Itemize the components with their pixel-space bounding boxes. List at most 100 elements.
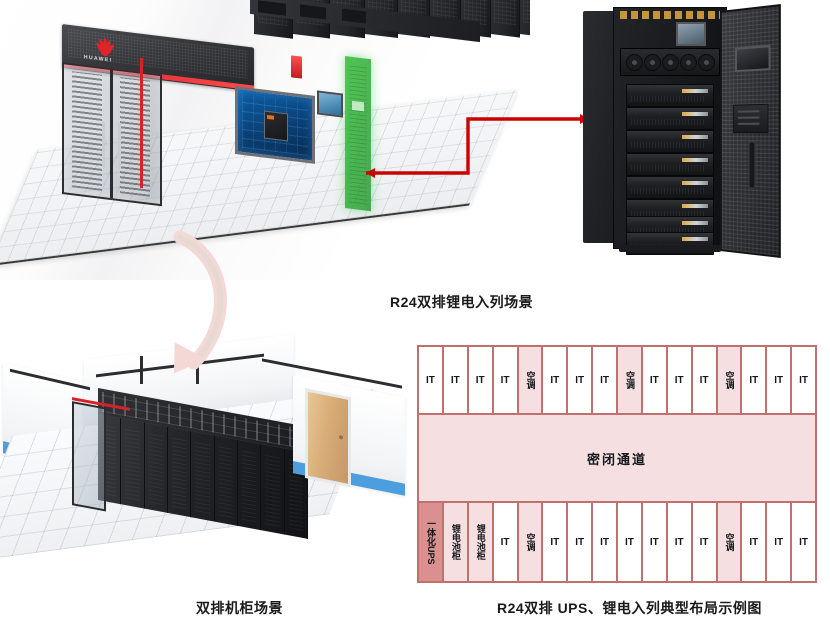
- layout-cell-label: IT: [600, 536, 609, 548]
- layout-cell-it: IT: [593, 503, 618, 581]
- layout-cell-label: IT: [600, 374, 609, 386]
- battery-module: [626, 176, 714, 199]
- layout-cell-it: IT: [468, 347, 494, 413]
- door-pull-handle-icon[interactable]: [102, 120, 105, 168]
- caption-top-scene: R24双排锂电入列场景: [390, 294, 534, 310]
- cabinet-base-plinth: [619, 245, 721, 252]
- door-vent-plate: [733, 103, 769, 134]
- layout-cell-it: IT: [692, 347, 718, 413]
- layout-cell-label: IT: [425, 374, 435, 386]
- rack-slot: [167, 426, 192, 518]
- layout-cell-it: IT: [419, 347, 444, 413]
- fan-icon: [661, 53, 679, 71]
- battery-module: [626, 107, 714, 130]
- door-handle-icon[interactable]: [748, 141, 756, 189]
- cabinet-controller-screen[interactable]: [676, 22, 706, 46]
- door-knob-icon[interactable]: [339, 434, 343, 440]
- highlighted-lithium-cabinet: [345, 56, 371, 212]
- layout-cell-it: IT: [667, 347, 693, 413]
- layout-cell-battery: 锂电池柜: [468, 503, 494, 581]
- layout-cell-label: IT: [774, 536, 784, 548]
- fan-icon: [697, 53, 715, 71]
- layout-cell-it: IT: [543, 347, 569, 413]
- layout-cell-it: IT: [493, 503, 519, 581]
- door-pull-handle-icon[interactable]: [118, 122, 121, 170]
- door-display-panel: [735, 45, 771, 73]
- layout-cell-label: 空调: [724, 371, 735, 389]
- layout-cell-it: IT: [792, 503, 815, 581]
- cabinet-top-label-strip: [620, 11, 720, 19]
- cabinet-red-accent: [140, 57, 143, 189]
- cabinet-mesh: [522, 0, 530, 25]
- layout-cell-battery: 锂电池柜: [443, 503, 469, 581]
- monitoring-display-panel[interactable]: [235, 86, 315, 164]
- caption-room-scene: 双排机柜场景: [196, 600, 283, 616]
- layout-cell-label: IT: [550, 536, 560, 548]
- layout-cell-label: 空调: [724, 533, 735, 551]
- layout-cell-it: IT: [742, 503, 768, 581]
- layout-cell-label: 锂电池柜: [450, 524, 461, 560]
- cabinet-it-5: [491, 0, 520, 38]
- rack-slot: [261, 444, 285, 535]
- layout-cell-label: IT: [749, 536, 759, 548]
- caption-layout-diagram: R24双排 UPS、锂电入列典型布局示例图: [497, 600, 762, 616]
- cabinet-front-frame: [613, 7, 727, 255]
- layout-cell-it: IT: [568, 347, 594, 413]
- layout-cell-hvac: 空调: [518, 503, 544, 581]
- room-wooden-door[interactable]: [305, 388, 351, 488]
- layout-cell-label: IT: [624, 536, 634, 548]
- cabinet-mesh: [349, 62, 367, 205]
- huawei-logo-icon: [92, 32, 118, 58]
- layout-cell-label: IT: [450, 374, 460, 386]
- glass-entry-doors[interactable]: [62, 62, 162, 207]
- ceiling-drop: [140, 356, 143, 384]
- layout-cell-label: 锂电池柜: [475, 524, 486, 560]
- layout-cell-label: IT: [475, 374, 485, 386]
- cabinet-mesh-door[interactable]: [720, 3, 781, 259]
- fan-icon: [679, 53, 697, 71]
- layout-cell-it: IT: [692, 503, 718, 581]
- ceiling-drop: [196, 354, 199, 384]
- layout-cell-hvac: 空调: [618, 347, 643, 413]
- rack-slot: [191, 431, 215, 522]
- layout-cell-it: IT: [642, 503, 668, 581]
- layout-containment-aisle: 密闭通道: [419, 415, 815, 501]
- layout-cell-label: IT: [550, 374, 560, 386]
- aisle-label: 密闭通道: [586, 451, 647, 467]
- secondary-touch-panel[interactable]: [317, 90, 343, 118]
- layout-cell-label: IT: [799, 374, 808, 386]
- interior-rack-silhouette: [120, 77, 150, 197]
- layout-cell-label: IT: [799, 536, 808, 548]
- layout-cell-it: IT: [568, 503, 594, 581]
- door-mullion: [110, 69, 113, 199]
- battery-module: [626, 153, 714, 176]
- layout-cell-it: IT: [742, 347, 768, 413]
- layout-cell-label: 一体化UPS: [425, 519, 436, 565]
- rack-slot: [121, 418, 145, 509]
- rack-slot: [144, 422, 168, 513]
- layout-cell-it: IT: [618, 503, 643, 581]
- layout-cell-hvac: 空调: [717, 503, 743, 581]
- cabinet-mesh: [493, 0, 517, 26]
- double-row-room-scene: [0, 230, 410, 590]
- layout-cell-label: IT: [674, 374, 684, 386]
- layout-cell-label: 空调: [525, 371, 536, 389]
- cabinet-it-6: [520, 0, 530, 38]
- layout-cell-label: IT: [575, 374, 585, 386]
- status-indicator-lamp: [291, 55, 302, 79]
- lithium-battery-cabinet-scene: [575, 3, 781, 260]
- layout-cell-it: IT: [767, 347, 793, 413]
- layout-cell-label: IT: [500, 536, 510, 548]
- layout-cell-label: IT: [500, 374, 510, 386]
- rack-aisle-glass-door[interactable]: [72, 401, 106, 512]
- display-rack-render: [264, 110, 288, 142]
- battery-module: [626, 84, 714, 107]
- interior-rack-silhouette: [72, 71, 102, 191]
- cabinet-handle-icon: [352, 100, 364, 112]
- curved-flow-arrow: [173, 230, 227, 374]
- layout-cell-it: IT: [593, 347, 618, 413]
